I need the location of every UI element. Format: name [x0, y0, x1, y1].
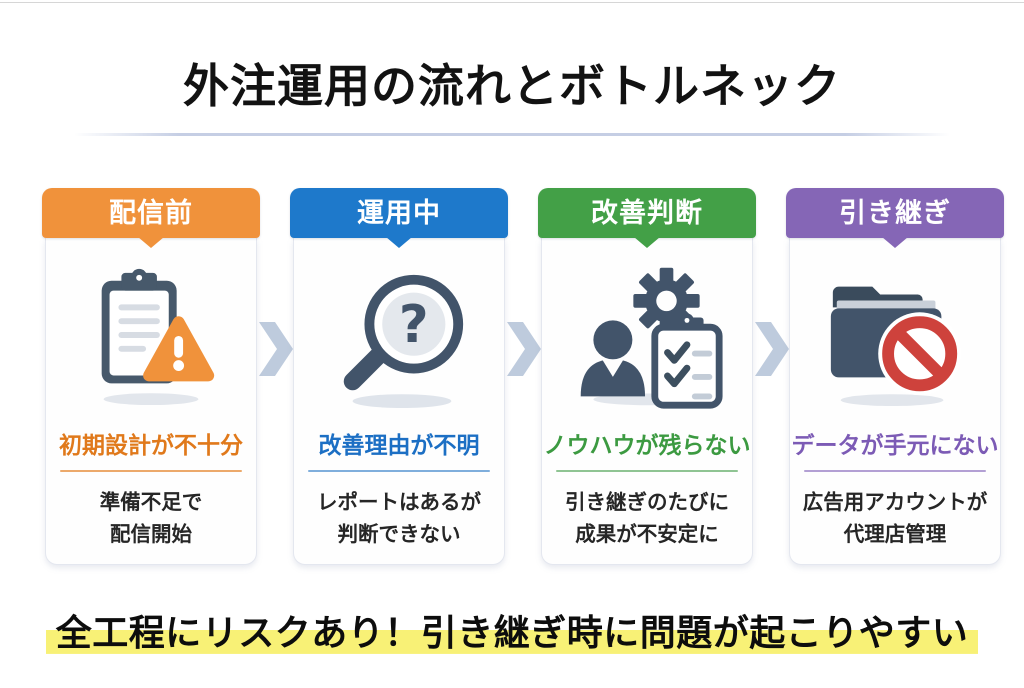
issue-underline [804, 470, 986, 472]
folder-blocked-icon [790, 246, 1000, 424]
step-description: 引き継ぎのたびに 成果が不安定に [565, 491, 729, 546]
step-issue: 初期設計が不十分 [59, 432, 243, 458]
issue-underline [556, 470, 738, 472]
svg-text:?: ? [399, 295, 429, 355]
highlighted-conclusion-text: 全工程にリスクあり！引き継ぎ時に問題が起こりやすい [45, 604, 979, 656]
step-header: 配信前 [42, 188, 260, 248]
step-card-in-operation: 運用中 ? 改善理由が不明 レポートはあるが 判断でき [290, 188, 508, 565]
step-label: 引き継ぎ [839, 198, 951, 228]
step-label: 改善判断 [591, 198, 703, 228]
magnifier-question-icon: ? [294, 246, 504, 424]
title-underline [74, 133, 950, 136]
issue-underline [60, 470, 242, 472]
step-body: ノウハウが残らない 引き継ぎのたびに 成果が不安定に [541, 238, 753, 565]
step-header: 引き継ぎ [786, 188, 1004, 248]
header-notch [634, 237, 660, 248]
step-card-handover: 引き継ぎ デ [786, 188, 1004, 565]
step-card-before-delivery: 配信前 [42, 188, 260, 565]
page-title: 外注運用の流れとボトルネック [183, 60, 841, 112]
clipboard-warning-icon [46, 246, 256, 424]
step-header: 改善判断 [538, 188, 756, 248]
step-issue: 改善理由が不明 [318, 432, 480, 458]
chevron-right-icon [257, 322, 293, 376]
step-description: 準備不足で 配信開始 [99, 491, 203, 546]
conclusion-banner: 全工程にリスクあり！引き継ぎ時に問題が起こりやすい [0, 604, 1024, 656]
header-notch [882, 237, 908, 248]
step-body: データが手元にない 広告用アカウントが 代理店管理 [789, 238, 1001, 565]
chevron-right-icon [505, 322, 541, 376]
step-card-improvement-decision: 改善判断 [538, 188, 756, 565]
step-label: 運用中 [357, 198, 441, 228]
step-label: 配信前 [109, 198, 193, 228]
step-header: 運用中 [290, 188, 508, 248]
process-flow: 配信前 [42, 188, 1004, 565]
step-body: ? 改善理由が不明 レポートはあるが 判断できない [293, 238, 505, 565]
header-notch [138, 237, 164, 248]
step-body: 初期設計が不十分 準備不足で 配信開始 [45, 238, 257, 565]
header-notch [386, 237, 412, 248]
step-issue: データが手元にない [791, 432, 999, 458]
person-gear-checklist-icon [542, 246, 752, 424]
step-description: レポートはあるが 判断できない [317, 491, 481, 546]
step-issue: ノウハウが残らない [543, 432, 751, 458]
chevron-right-icon [753, 322, 789, 376]
issue-underline [308, 470, 490, 472]
step-description: 広告用アカウントが 代理店管理 [802, 491, 988, 546]
top-divider [0, 2, 1024, 3]
